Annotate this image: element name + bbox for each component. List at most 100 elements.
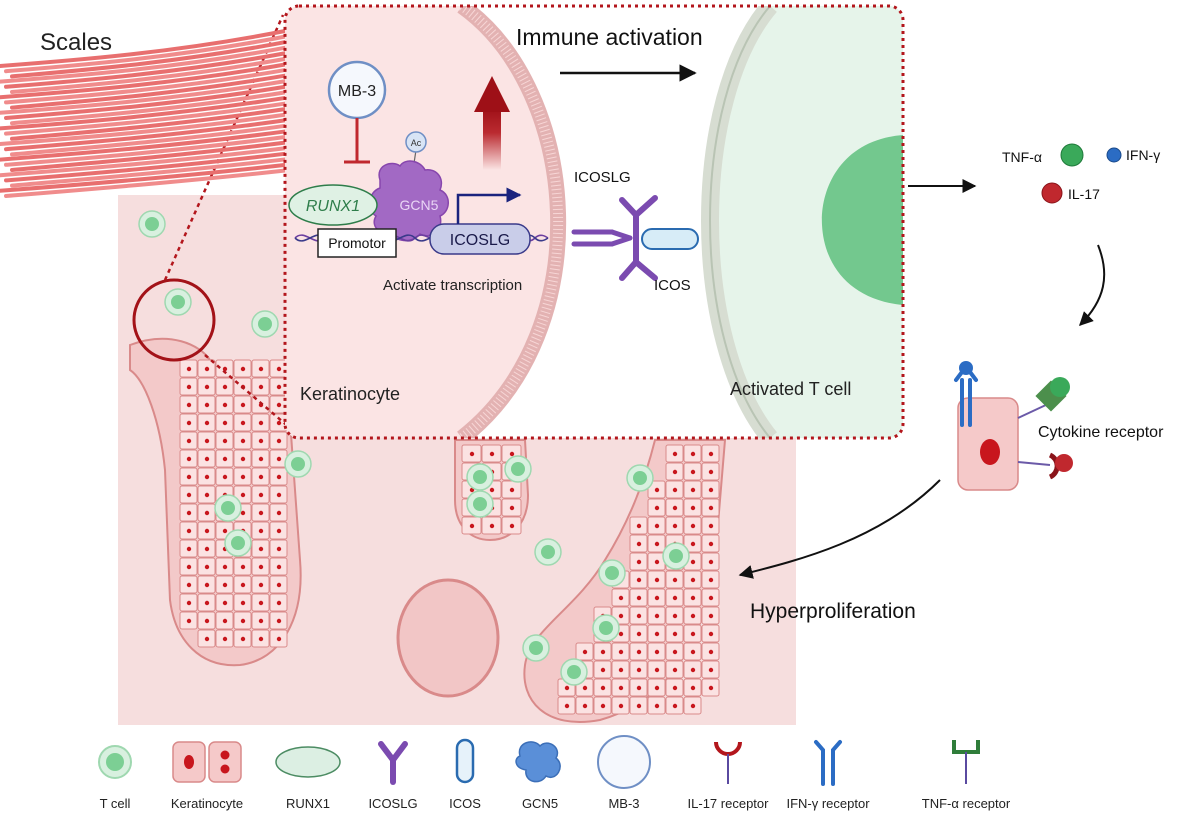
blood-vessel [396, 578, 500, 698]
keratinocyte-nucleus [222, 600, 228, 606]
keratinocyte-nucleus [240, 456, 246, 462]
t-cell-nucleus [605, 566, 619, 580]
il17-bound [1055, 454, 1073, 472]
keratinocyte-nucleus [600, 649, 606, 655]
keratinocyte-nucleus [276, 384, 282, 390]
t-cell-nucleus [567, 665, 581, 679]
scale-stripe [0, 61, 292, 100]
keratinocyte-nucleus [690, 505, 696, 511]
keratinocyte-nucleus [258, 474, 264, 480]
keratinocyte-nucleus [600, 685, 606, 691]
activate-transcription-label: Activate transcription [383, 277, 522, 294]
keratinocyte-nucleus [276, 456, 282, 462]
keratinocyte-nucleus [258, 546, 264, 552]
keratinocyte-nucleus [672, 685, 678, 691]
scale-stripe [10, 89, 292, 126]
keratinocyte-nucleus [186, 402, 192, 408]
cytokine-receptor-cell [954, 361, 1073, 491]
keratinocyte-nucleus [708, 649, 714, 655]
legend-label: MB-3 [608, 796, 639, 811]
legend-label: IFN-γ receptor [786, 796, 870, 811]
keratinocyte-nucleus [240, 510, 246, 516]
keratinocyte-nucleus [276, 402, 282, 408]
keratinocyte-nucleus [240, 492, 246, 498]
scale-stripe [0, 128, 292, 162]
keratinocyte-nucleus [708, 595, 714, 601]
legend-label: GCN5 [522, 796, 558, 811]
keratinocyte-nucleus [654, 487, 660, 493]
keratinocyte-nucleus [564, 685, 570, 691]
keratinocyte-nucleus [618, 613, 624, 619]
keratinocyte-nucleus [258, 492, 264, 498]
keratinocyte-nucleus [276, 528, 282, 534]
keratinocyte-nucleus [276, 600, 282, 606]
keratinocyte-nucleus [204, 456, 210, 462]
keratinocyte-nucleus [672, 451, 678, 457]
keratinocyte-nucleus [654, 541, 660, 547]
keratinocyte-nucleus [222, 618, 228, 624]
ac-label: Ac [411, 138, 422, 148]
scale-stripe [4, 168, 292, 198]
keratinocyte-label: Keratinocyte [300, 384, 400, 404]
t-cell-nucleus [291, 457, 305, 471]
keratinocyte-nucleus [690, 541, 696, 547]
keratinocyte-nucleus [708, 451, 714, 457]
keratinocyte-nucleus [690, 649, 696, 655]
keratinocyte-nucleus [636, 613, 642, 619]
gcn5-protein [368, 160, 449, 242]
keratinocyte-nucleus [276, 636, 282, 642]
keratinocyte-nucleus [240, 618, 246, 624]
scale-stripe [0, 145, 292, 178]
keratinocyte-nucleus [222, 528, 228, 534]
scale-stripe [0, 112, 292, 146]
keratinocyte-nucleus [690, 577, 696, 583]
scale-stripe [0, 28, 292, 68]
keratinocyte-nucleus [186, 492, 192, 498]
ifn-gamma-molecule [1106, 147, 1122, 163]
tnf-alpha-molecule [1060, 143, 1084, 167]
scale-stripe [10, 56, 292, 94]
keratinocyte-nucleus [672, 505, 678, 511]
t-cell-nucleus [821, 135, 903, 305]
transcription-arrow [456, 187, 522, 224]
keratinocyte-nucleus [222, 402, 228, 408]
t-cell-nucleus [171, 295, 185, 309]
keratinocyte-nucleus [258, 510, 264, 516]
keratinocyte-nucleus [708, 685, 714, 691]
keratinocyte-nucleus [489, 487, 495, 493]
keratinocyte-nucleus [276, 438, 282, 444]
t-cell-nucleus [231, 536, 245, 550]
keratinocyte-nucleus [222, 384, 228, 390]
keratinocyte-nucleus [654, 595, 660, 601]
keratinocyte-nucleus [186, 420, 192, 426]
t-cell-nucleus [145, 217, 159, 231]
keratinocyte-nucleus [276, 420, 282, 426]
t-cell-nucleus [541, 545, 555, 559]
dermal-t-cells [138, 210, 690, 686]
icoslg-protein-label: ICOSLG [574, 169, 631, 186]
keratinocyte-nucleus [636, 649, 642, 655]
keratinocyte-nucleus [708, 631, 714, 637]
keratinocyte-nucleus [186, 582, 192, 588]
keratinocyte-nucleus [204, 366, 210, 372]
scale-stripe [10, 156, 292, 188]
keratinocyte-nucleus [204, 402, 210, 408]
keratinocyte-nucleus [690, 469, 696, 475]
keratinocyte-nucleus [276, 510, 282, 516]
keratinocyte-nucleus [690, 595, 696, 601]
ifn-gamma-receptor-icon [814, 740, 842, 786]
runx1-icon [275, 746, 341, 778]
keratinocyte-nucleus [672, 487, 678, 493]
hyperproliferation-label: Hyperproliferation [750, 600, 916, 623]
keratinocyte-nucleus [258, 564, 264, 570]
keratinocyte-nucleus [600, 667, 606, 673]
keratinocyte-nucleus [636, 595, 642, 601]
keratinocyte-nucleus [690, 559, 696, 565]
keratinocyte-nucleus [258, 618, 264, 624]
immune-activation-label: Immune activation [516, 24, 703, 50]
hyperproliferation-arrow [738, 479, 941, 579]
keratinocyte-nucleus [276, 474, 282, 480]
ifn-gamma-label: IFN-γ [1126, 147, 1160, 163]
icos-receptor [641, 228, 699, 250]
keratinocyte-nucleus [186, 564, 192, 570]
